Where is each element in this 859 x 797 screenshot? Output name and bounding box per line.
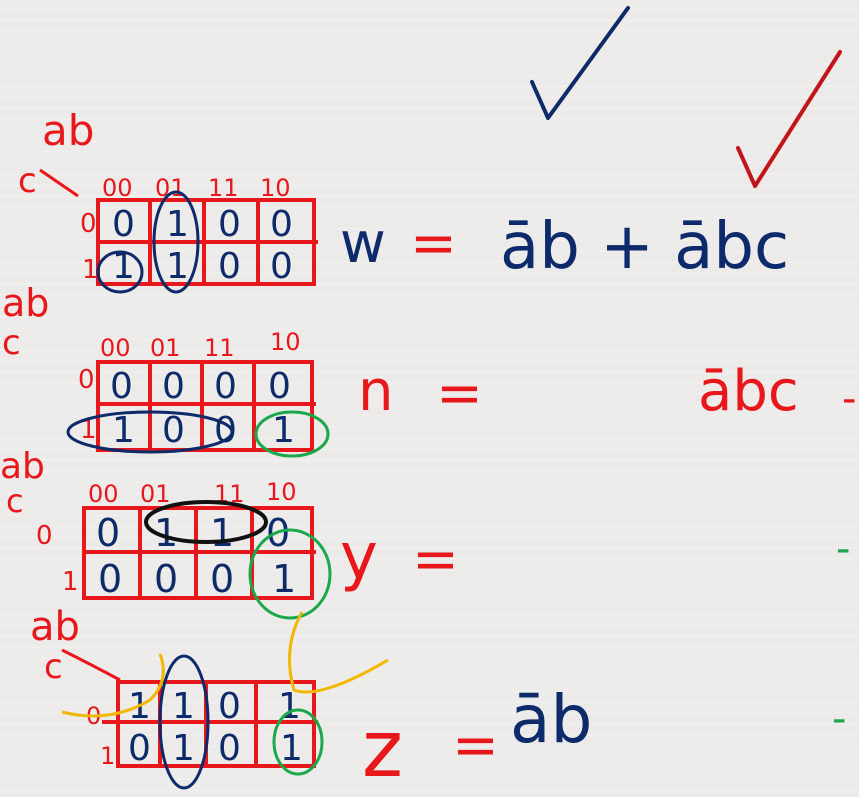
kmap-1-row-var: c xyxy=(18,161,37,201)
kmap-4-cell-1-0: 0 xyxy=(128,728,151,769)
kmap-4-eq-equals: = xyxy=(452,713,499,778)
kmap-3-header-vars: ab xyxy=(0,446,45,487)
kmap-3-eq-lhs: y xyxy=(340,520,378,594)
kmap-1-row-label-0: 0 xyxy=(80,209,97,239)
kmap-2-row-var: c xyxy=(2,323,21,363)
kmap-2-col-label-2: 11 xyxy=(204,334,235,362)
kmap-1-col-label-3: 10 xyxy=(260,174,291,202)
kmap-3-col-label-0: 00 xyxy=(88,480,119,508)
kmap-4-header-vars: ab xyxy=(30,604,80,650)
kmap-2-cell-0-3: 0 xyxy=(268,366,291,407)
kmap-4-cell-1-1: 1 xyxy=(172,728,195,769)
kmap-3-cell-0-0: 0 xyxy=(96,511,120,555)
kmap-4-cell-0-1: 1 xyxy=(172,686,195,727)
check-blue-icon xyxy=(530,6,630,120)
kmap-1-eq-equals: = xyxy=(410,211,457,276)
kmap-2-cell-0-2: 0 xyxy=(214,366,237,407)
kmap-1-col-label-0: 00 xyxy=(102,174,133,202)
kmap-2-eq-lhs: n xyxy=(358,359,394,424)
kmap-3-col-label-1: 01 xyxy=(140,480,171,508)
kmap-3-green-ellipse xyxy=(248,528,332,620)
kmap-4-blue-ellipse xyxy=(158,654,210,790)
kmap-1-col-label-1: 01 xyxy=(155,174,186,202)
kmap-4-cell-1-3: 1 xyxy=(280,728,303,769)
kmap-4-eq-lhs: z xyxy=(362,705,403,795)
kmap-1-header-vars: ab xyxy=(42,106,94,155)
kmap-3-row-var: c xyxy=(6,482,24,520)
side-mark-1: - xyxy=(842,376,856,422)
kmap-4-cell-1-2: 0 xyxy=(218,728,241,769)
side-mark-2: - xyxy=(836,526,850,572)
kmap-3-cell-1-0: 0 xyxy=(98,557,122,601)
kmap-1-cell-1-2: 0 xyxy=(218,246,241,287)
kmap-2-col-label-0: 00 xyxy=(100,334,131,362)
kmap-1-cell-1-0: 1 xyxy=(112,246,135,287)
kmap-2-col-label-3: 10 xyxy=(270,328,301,356)
kmap-1-cell-0-2: 0 xyxy=(218,204,241,245)
kmap-3: ab c 00 01 11 10 0 1 0 1 1 0 0 0 0 1 y = xyxy=(0,446,459,620)
kmap-1-eq-lhs: w xyxy=(340,211,386,276)
kmap-2-wide-ellipse xyxy=(66,410,234,454)
kmap-3-cell-0-2: 1 xyxy=(210,511,234,555)
kmap-1-cell-1-1: 1 xyxy=(166,246,189,287)
side-mark-3: - xyxy=(832,696,846,742)
kmap-1-col-label-2: 11 xyxy=(208,174,239,202)
kmap-1-cell-0-3: 0 xyxy=(270,204,293,245)
kmap-4-cell-0-2: 0 xyxy=(218,686,241,727)
kmap-3-cell-1-2: 0 xyxy=(210,557,234,601)
kmap-4: ab c 0 1 1 1 0 1 0 1 0 1 z = āb xyxy=(30,604,592,795)
kmap-2-row-label-0: 0 xyxy=(78,365,95,395)
kmap-3-cell-1-3: 1 xyxy=(272,557,296,601)
kmap-1-eq-rhs: āb + ābc xyxy=(500,210,789,284)
kmap-2-eq-equals: = xyxy=(436,361,483,426)
kmap-2-cell-0-1: 0 xyxy=(162,366,185,407)
kmap-2-cell-1-1: 0 xyxy=(162,410,185,451)
kmap-1-group-ellipse xyxy=(152,190,200,294)
kmap-2-eq-rhs: ābc xyxy=(698,359,799,424)
kmap-2-row-label-1: 1 xyxy=(80,415,97,445)
kmap-3-black-ellipse xyxy=(144,500,268,544)
kmap-4-row-label-1: 1 xyxy=(100,742,115,770)
kmap-2-cell-1-0: 1 xyxy=(112,410,135,451)
kmap-1-single-ellipse xyxy=(96,250,144,294)
kmap-3-row-label-1: 1 xyxy=(62,567,79,597)
kmap-4-green-ellipse xyxy=(272,708,324,776)
kmap-1-cell-0-1: 1 xyxy=(166,204,189,245)
kmap-1-row-label-1: 1 xyxy=(82,255,99,285)
kmap-4-yellow-wrap-left xyxy=(61,653,165,718)
check-red-icon xyxy=(736,50,842,188)
kmap-3-cell-1-1: 0 xyxy=(154,557,178,601)
kmap-4-yellow-wrap-right xyxy=(288,611,389,694)
kmap-1-cell-1-3: 0 xyxy=(270,246,293,287)
kmap-1: ab c 00 01 11 10 0 1 0 1 0 0 1 1 0 0 w =… xyxy=(18,106,789,294)
kmap-3-row-label-0: 0 xyxy=(36,521,53,551)
kmap-3-eq-equals: = xyxy=(412,527,459,592)
kmap-2-header-vars: ab xyxy=(2,281,49,325)
kmap-4-row-var: c xyxy=(44,647,63,687)
kmap-2-cell-0-0: 0 xyxy=(110,366,133,407)
kmap-2-col-label-1: 01 xyxy=(150,334,181,362)
kmap-1-cell-0-0: 0 xyxy=(112,204,135,245)
kmap-3-col-label-3: 10 xyxy=(266,478,297,506)
kmap-4-eq-rhs: āb xyxy=(510,681,592,758)
kmap-2-cell-1-3: 1 xyxy=(272,410,295,451)
kmap-2-green-ellipse xyxy=(254,410,330,458)
kmap-2: ab c 00 01 11 10 0 1 0 0 0 0 1 0 0 1 n =… xyxy=(2,281,799,458)
